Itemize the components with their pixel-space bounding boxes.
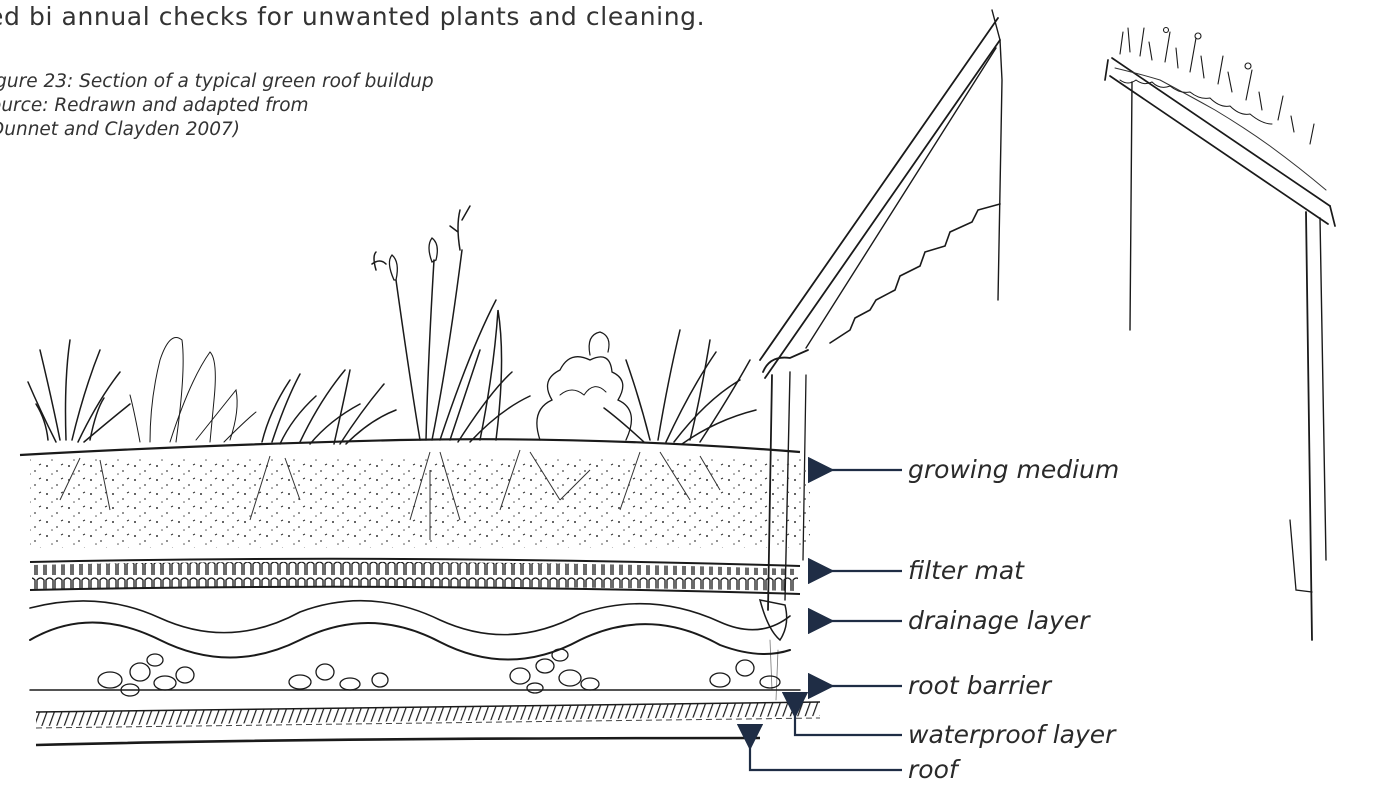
growing-medium-layer bbox=[20, 439, 810, 548]
gutter-sketch bbox=[760, 10, 1002, 700]
label-waterproof-layer: waterproof layer bbox=[908, 720, 1115, 750]
label-roof: roof bbox=[908, 755, 958, 785]
label-growing-medium: growing medium bbox=[908, 455, 1119, 485]
plants bbox=[28, 206, 756, 444]
drainage-layer bbox=[30, 601, 800, 696]
roof-layer bbox=[36, 738, 760, 745]
label-drainage-layer: drainage layer bbox=[908, 606, 1090, 636]
label-filter-mat: filter mat bbox=[908, 556, 1024, 586]
green-roof-eave-sketch bbox=[1105, 28, 1335, 641]
filter-mat-layer bbox=[30, 559, 800, 594]
label-root-barrier: root barrier bbox=[908, 671, 1051, 701]
root-barrier-layer bbox=[36, 702, 820, 728]
